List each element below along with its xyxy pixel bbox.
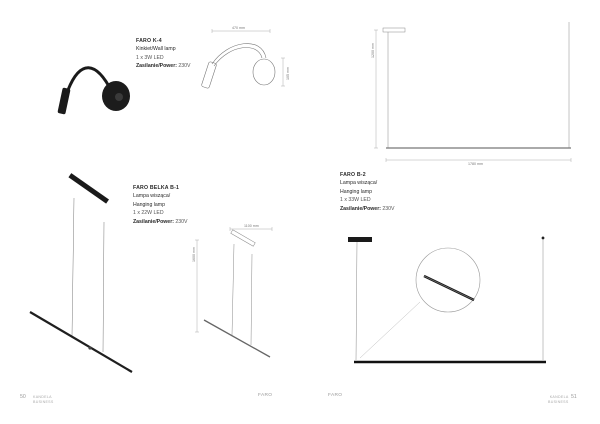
page-number-left: 50 [20,394,26,400]
dimension-label: 105 mm [286,67,290,80]
product-name: FARO K-4 [136,38,162,44]
dimension-label: 1780 mm [468,162,483,166]
dimension-label: 1600 mm [192,247,196,262]
product-block-faro-belka-b1: FARO BELKA B-1 Lampa wisząca/ Hanging la… [133,184,188,226]
k4-lamp-photo [57,66,130,115]
brand-mark-right: KANDELA BUSINESS [548,395,569,404]
product-type: Hanging lamp [133,201,166,208]
series-name-right: FARO [328,393,343,398]
k4-technical-drawing [201,29,285,89]
product-power: Zasilanie/Power: 230V [340,205,395,212]
product-name: FARO B-2 [340,172,366,178]
product-power: Zasilanie/Power: 230V [136,63,191,70]
brand-mark-left: KANDELA BUSINESS [33,395,54,404]
dimension-label: 470 mm [232,26,245,30]
product-spec: 1 x 33W LED [340,197,371,204]
series-name-left: FARO [258,393,273,398]
product-spec: 1 x 3W LED [136,54,164,61]
dimension-label: 1100 mm [244,224,259,228]
dimension-label: 1200 mm [371,43,375,58]
b1-technical-drawing [195,227,273,358]
product-type: Hanging lamp [340,188,373,195]
product-block-faro-b2: FARO B-2 Lampa wisząca/ Hanging lamp 1 x… [340,171,395,213]
product-type: Lampa wisząca/ [340,180,378,187]
product-type: Kinkiet/Wall lamp [136,46,176,53]
product-spec: 1 x 22W LED [133,210,164,217]
b2-lamp-photo [348,236,546,364]
product-power: Zasilanie/Power: 230V [133,218,188,225]
product-name: FARO BELKA B-1 [133,185,180,191]
page-number-right: 51 [571,394,577,400]
b2-technical-drawing [374,22,572,162]
b1-lamp-photo [29,173,133,373]
product-type: Lampa wisząca/ [133,193,171,200]
product-block-faro-k4: FARO K-4 Kinkiet/Wall lamp 1 x 3W LED Za… [136,37,191,71]
